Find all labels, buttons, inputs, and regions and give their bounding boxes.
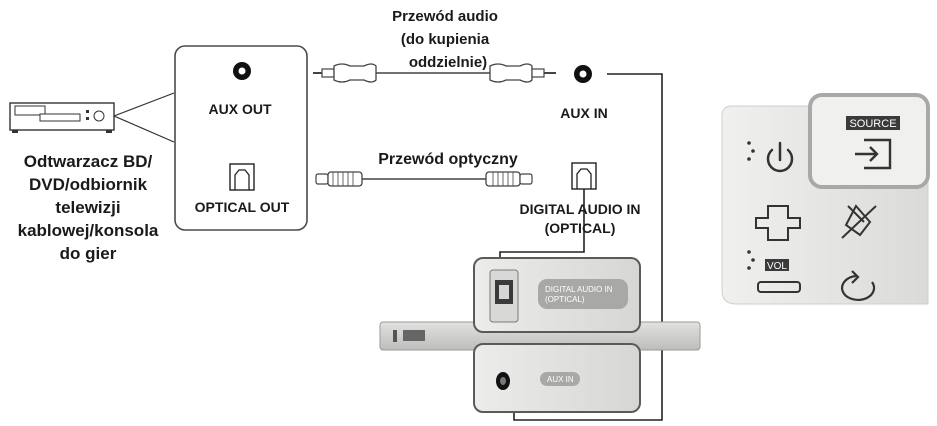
plus-icon[interactable] [755,205,801,241]
digital-audio-in-label: DIGITAL AUDIO IN [519,201,640,217]
source-label-bg [846,116,900,130]
player-caption-line: DVD/odbiornik [29,175,148,194]
player-caption: Odtwarzacz BD/ DVD/odbiornik telewizji k… [18,152,159,263]
minus-icon[interactable] [757,281,801,293]
panel-digital-in-label: DIGITAL AUDIO IN [545,285,613,294]
source-ports-box [174,45,308,231]
source-icon [855,138,892,170]
optical-port-icon [571,162,597,190]
optical-out-label: OPTICAL OUT [195,199,290,215]
audio-cable-label: (do kupienia [401,31,490,48]
optical-cable [315,171,533,187]
aux-out-label: AUX OUT [209,101,272,117]
audio-cable-label: oddzielnie) [409,54,487,71]
panel-aux-in-label: AUX IN [547,375,574,384]
audio-cable [313,63,556,83]
remote-control: SOURCE VOL [721,93,930,305]
jack-icon [233,62,251,80]
source-label: SOURCE [849,118,896,130]
source-button[interactable]: SOURCE [846,116,900,170]
player-caption-line: Odtwarzacz BD/ [24,152,153,171]
aux-in-label: AUX IN [560,105,607,121]
player-caption-line: do gier [60,244,117,263]
vol-label: VOL [767,261,787,272]
panel-digital-in-label: (OPTICAL) [545,295,585,304]
digital-audio-in-label: (OPTICAL) [545,220,616,236]
mute-icon[interactable] [841,204,877,239]
player-caption-line: kablowej/konsola [18,221,159,240]
optical-cable-label: Przewód optyczny [378,151,518,168]
digital-in-panel: DIGITAL AUDIO IN (OPTICAL) [473,257,641,333]
repeat-icon[interactable] [840,270,876,301]
audio-cable-label: Przewód audio [392,8,498,25]
callout-pointer [113,115,175,143]
jack-icon [574,65,592,83]
vol-indicator: VOL [747,250,789,272]
optical-port-icon [229,163,255,191]
aux-in-panel: AUX IN [473,343,641,413]
callout-pointer [113,92,175,117]
power-icon[interactable] [747,141,794,173]
player-caption-line: telewizji [55,198,120,217]
player-icon [9,102,115,133]
